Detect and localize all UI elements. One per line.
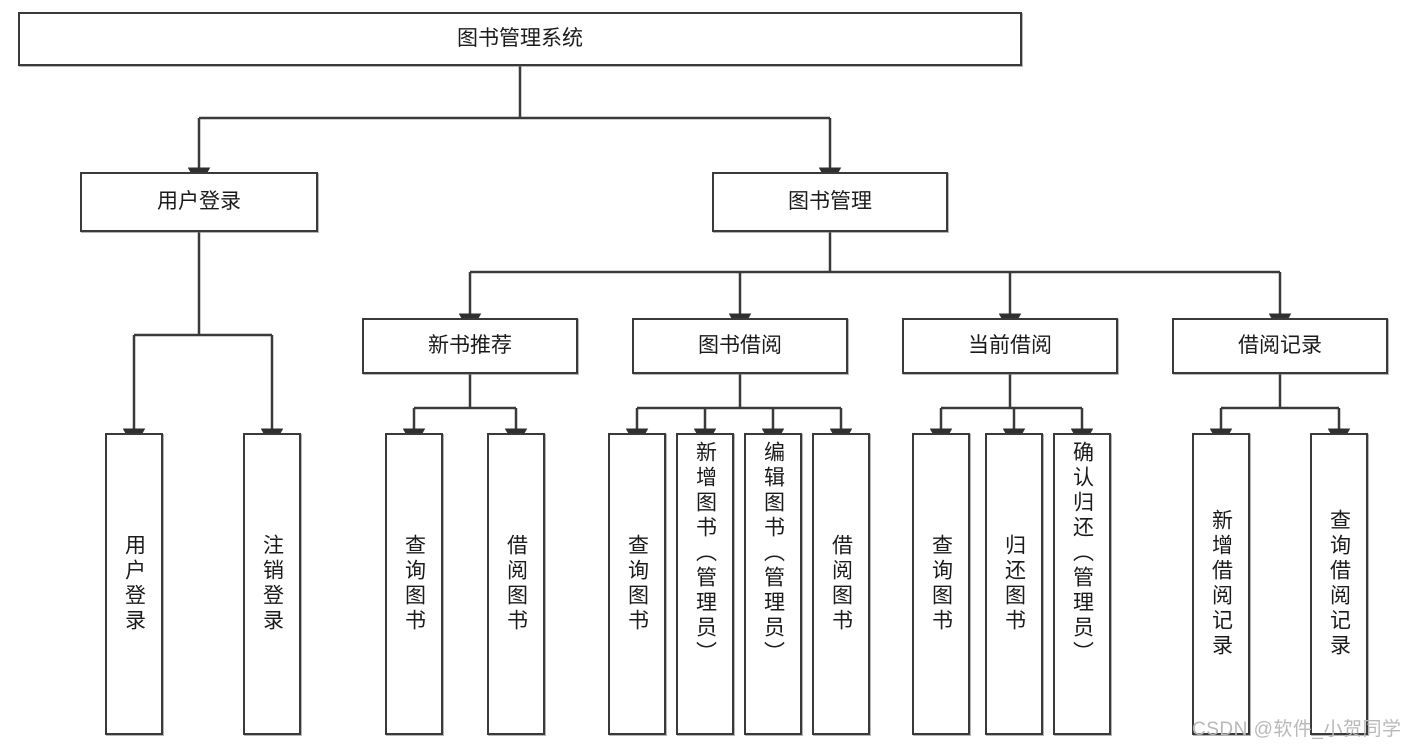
node-borrow[interactable]: 图书借阅 <box>632 318 848 374</box>
node-label-b-lend: 借阅图书 <box>829 534 853 634</box>
node-label-n-borrow: 借阅图书 <box>504 534 528 634</box>
connector-lines <box>122 66 1351 449</box>
node-b-query[interactable]: 查询图书 <box>608 433 666 735</box>
node-label-b-query: 查询图书 <box>625 534 649 634</box>
node-label-l-login: 用户登录 <box>122 534 146 634</box>
node-label-bookmgmt: 图书管理 <box>788 189 872 213</box>
node-c-return[interactable]: 归还图书 <box>985 433 1043 735</box>
node-label-r-add: 新增借阅记录 <box>1209 509 1233 659</box>
node-label-n-query: 查询图书 <box>402 534 426 634</box>
node-r-query[interactable]: 查询借阅记录 <box>1310 433 1368 735</box>
node-label-r-query: 查询借阅记录 <box>1327 509 1351 659</box>
node-n-query[interactable]: 查询图书 <box>385 433 443 735</box>
node-label-newbook: 新书推荐 <box>428 333 512 357</box>
node-b-add[interactable]: 新增图书（管理员） <box>676 433 734 735</box>
node-label-records: 借阅记录 <box>1238 333 1322 357</box>
node-label-login: 用户登录 <box>157 189 241 213</box>
node-l-login[interactable]: 用户登录 <box>105 433 163 735</box>
node-c-confirm[interactable]: 确认归还（管理员） <box>1053 433 1111 735</box>
node-b-edit[interactable]: 编辑图书（管理员） <box>744 433 802 735</box>
node-label-c-query: 查询图书 <box>929 534 953 634</box>
node-login[interactable]: 用户登录 <box>80 172 318 232</box>
node-newbook[interactable]: 新书推荐 <box>362 318 578 374</box>
node-label-root: 图书管理系统 <box>457 26 583 50</box>
node-root[interactable]: 图书管理系统 <box>18 12 1022 66</box>
node-label-b-add: 新增图书（管理员） <box>693 441 717 666</box>
node-b-lend[interactable]: 借阅图书 <box>812 433 870 735</box>
watermark-text: CSDN @软件_小贺同学 <box>1192 719 1402 740</box>
node-current[interactable]: 当前借阅 <box>902 318 1118 374</box>
node-records[interactable]: 借阅记录 <box>1172 318 1388 374</box>
node-c-query[interactable]: 查询图书 <box>912 433 970 735</box>
node-label-l-logout: 注销登录 <box>260 534 284 634</box>
node-bookmgmt[interactable]: 图书管理 <box>712 172 948 232</box>
node-label-c-return: 归还图书 <box>1002 534 1026 634</box>
node-label-c-confirm: 确认归还（管理员） <box>1070 441 1094 666</box>
node-n-borrow[interactable]: 借阅图书 <box>487 433 545 735</box>
node-label-b-edit: 编辑图书（管理员） <box>761 441 785 666</box>
node-label-borrow: 图书借阅 <box>698 333 782 357</box>
node-label-current: 当前借阅 <box>968 333 1052 357</box>
node-r-add[interactable]: 新增借阅记录 <box>1192 433 1250 735</box>
node-l-logout[interactable]: 注销登录 <box>243 433 301 735</box>
